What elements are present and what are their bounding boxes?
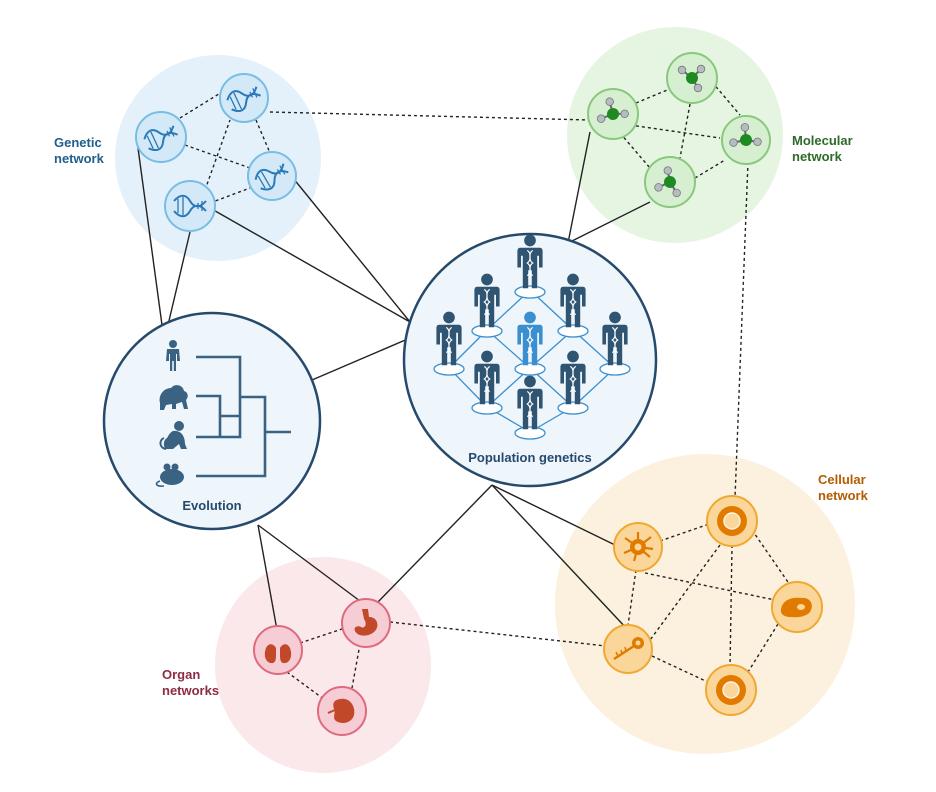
molecular-nodes <box>587 52 771 208</box>
cell-icon <box>705 664 757 716</box>
lungs-icon <box>253 625 303 675</box>
cellular-nodes <box>603 495 823 716</box>
kidney-icon <box>317 686 367 736</box>
stomach-icon <box>341 598 391 648</box>
organ-networks-label: Organ networks <box>162 667 220 698</box>
molecule-icon <box>587 88 639 140</box>
molecular-network-cluster <box>567 27 783 243</box>
molecular-network-label: Molecular network <box>792 133 853 164</box>
dna-icon <box>135 111 187 163</box>
dna-icon <box>164 180 216 232</box>
cellular-network-label: Cellular network <box>818 472 868 503</box>
organ-nodes <box>253 598 391 736</box>
mouse-icon <box>155 463 184 487</box>
molecule-icon <box>721 115 771 165</box>
evolution-label: Evolution <box>182 498 242 513</box>
evolution-hub <box>102 311 322 531</box>
monkey-icon <box>159 421 187 450</box>
cell-icon <box>706 495 758 547</box>
population-genetics-hub <box>402 232 658 488</box>
dna-icon <box>219 73 269 123</box>
sperm-cell-icon <box>603 624 653 674</box>
genetic-nodes <box>135 73 297 232</box>
pedigree-nodes <box>433 285 631 440</box>
genetic-network-label: Genetic network <box>54 135 104 166</box>
phylogenetic-tree <box>196 355 291 478</box>
molecule-icon <box>644 156 696 208</box>
organ-network-cluster <box>215 557 431 773</box>
dna-icon <box>247 151 297 201</box>
neuron-icon <box>613 522 663 572</box>
population-genetics-label: Population genetics <box>468 450 592 465</box>
macrophage-icon <box>771 581 823 633</box>
dotted-connections <box>179 81 791 701</box>
gorilla-icon <box>159 385 188 410</box>
molecule-icon <box>666 52 718 104</box>
solid-connections <box>137 131 651 631</box>
